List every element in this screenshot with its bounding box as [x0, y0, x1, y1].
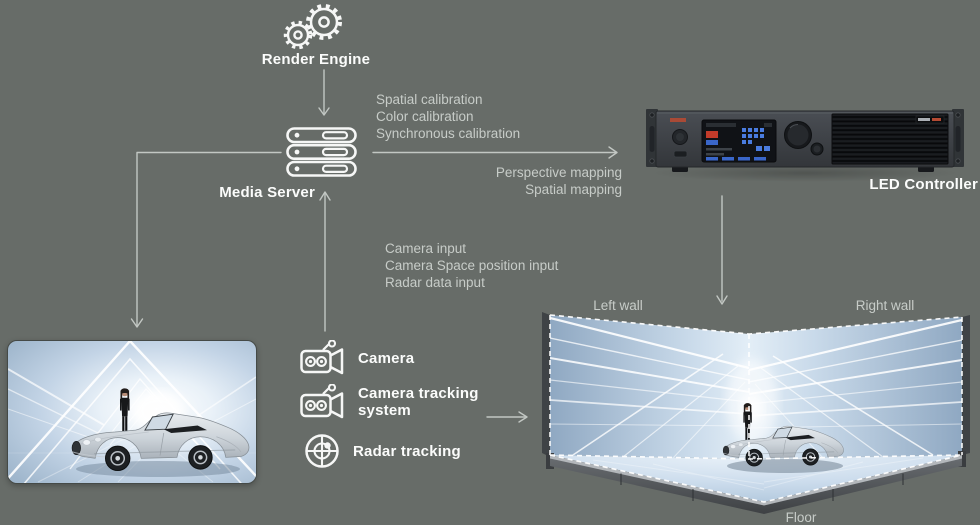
calibration-annotation: Spatial calibration Color calibration Sy…: [376, 91, 520, 142]
radar-tracking-row: Radar tracking: [303, 432, 461, 470]
tunnel-scene: [8, 341, 256, 483]
annotation-line: Spatial mapping: [525, 182, 622, 197]
right-wall-panel: [749, 317, 962, 459]
arrow-controller-to-volume: [716, 295, 728, 305]
brand-logo: [670, 118, 686, 122]
mapping-annotation: Perspective mapping Spatial mapping: [442, 164, 622, 198]
device-shadow: [650, 164, 960, 182]
led-volume: [542, 312, 970, 514]
server-stack-icon: [286, 127, 357, 177]
camera-tracking-system-label: Camera tracking system: [358, 385, 479, 419]
device-screen: [701, 119, 777, 163]
annotation-line: Perspective mapping: [495, 165, 622, 180]
arrow-trackers-to-server: [319, 191, 331, 201]
video-camera-icon: [300, 384, 344, 419]
radar-tracking-label: Radar tracking: [353, 442, 461, 460]
camera-row: Camera: [300, 340, 414, 376]
left-wall-panel: [550, 315, 749, 459]
panel-edge-markers: [549, 314, 963, 503]
arrow-tracking-to-volume: [518, 411, 528, 423]
arrow-server-to-preview: [130, 318, 144, 328]
led-controller-label: LED Controller: [869, 176, 978, 193]
video-camera-icon: [300, 340, 344, 375]
floor-panel: [550, 455, 962, 502]
gears-icon: [283, 4, 342, 50]
annotation-line: Radar data input: [385, 275, 485, 290]
radar-icon: [305, 434, 339, 468]
inputs-annotation: Camera input Camera Space position input…: [385, 240, 558, 291]
annotation-line: Spatial calibration: [376, 92, 483, 107]
arrow-server-to-controller: [608, 146, 618, 159]
floor-label: Floor: [785, 510, 817, 525]
left-wall-label: Left wall: [593, 298, 643, 313]
annotation-line: Camera Space position input: [385, 258, 559, 273]
media-server-label: Media Server: [219, 184, 315, 201]
led-controller-device: [646, 109, 964, 172]
annotation-line: Color calibration: [376, 109, 474, 124]
annotation-line: Synchronous calibration: [376, 126, 521, 141]
render-engine-label: Render Engine: [261, 51, 371, 68]
camera-tracking-row: Camera tracking system: [300, 384, 486, 420]
usb-port: [673, 150, 688, 158]
annotation-line: Camera input: [385, 241, 467, 256]
vent-grille: [831, 113, 949, 165]
content-preview-image: [7, 340, 257, 484]
camera-label: Camera: [358, 349, 415, 367]
arrow-down-render-to-server: [318, 107, 330, 116]
right-wall-label: Right wall: [855, 298, 915, 313]
